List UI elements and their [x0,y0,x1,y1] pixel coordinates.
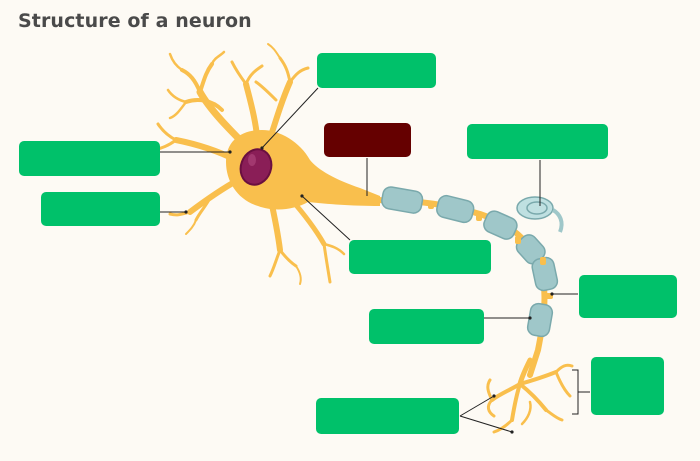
leader-line-dots [184,146,554,434]
label-box-bottom-left[interactable] [316,398,459,434]
label-box-top-center[interactable] [317,53,436,88]
label-box-center-lower[interactable] [349,240,491,274]
label-box-bottom-right[interactable] [591,357,664,415]
label-box-upper-right[interactable] [467,124,608,159]
label-box-right-middle[interactable] [579,275,677,318]
label-box-left-upper[interactable] [19,141,160,176]
label-box-left-lower[interactable] [41,192,160,226]
cell-body [226,130,380,210]
schwann-cell [516,196,564,233]
axon-core [367,197,548,378]
label-box-mid-left-lower[interactable] [369,309,484,344]
label-box-highlighted[interactable] [324,123,411,157]
myelin-sheaths [381,186,559,338]
leader-lines [160,87,590,433]
page-title: Structure of a neuron [18,10,252,32]
axon-terminals [486,357,574,434]
